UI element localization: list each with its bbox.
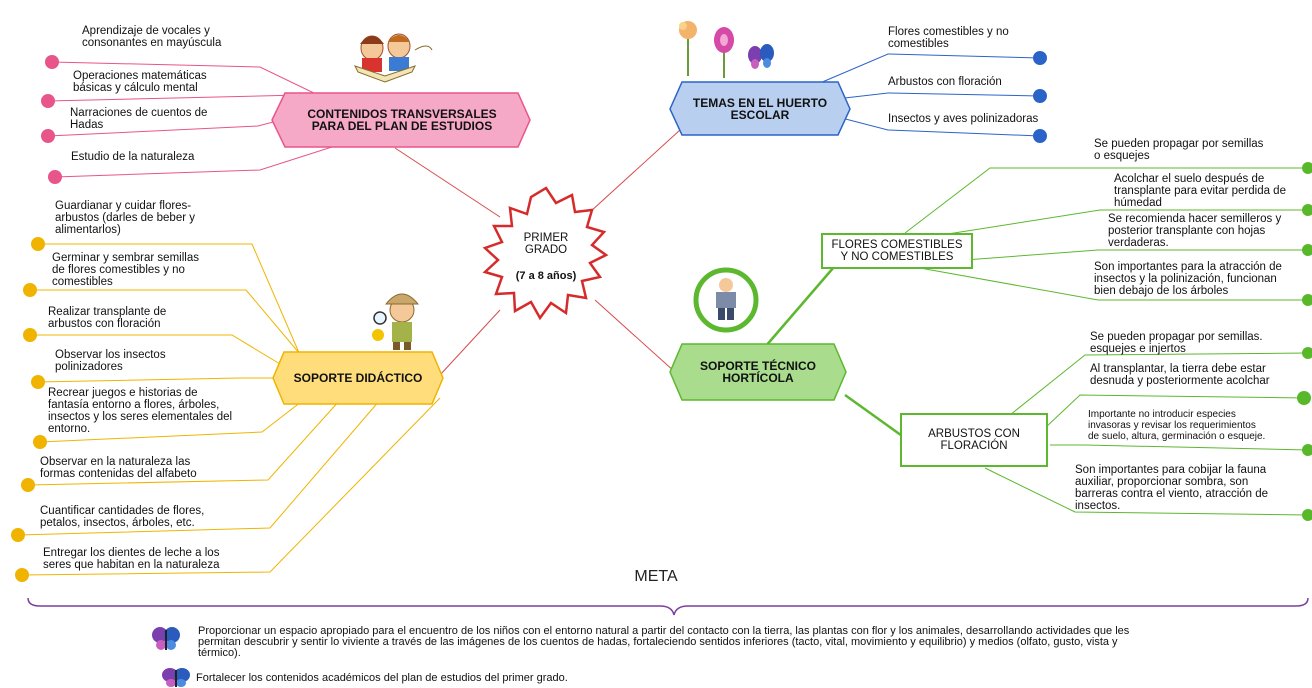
didactico-item: Entregar los dientes de leche a los sere… bbox=[43, 547, 220, 571]
children-reading-icon bbox=[354, 33, 433, 83]
transversales-node-shape bbox=[271, 92, 531, 148]
huerto-node-shape bbox=[669, 81, 851, 136]
meta-goal: Fortalecer los contenidos académicos del… bbox=[196, 672, 568, 684]
transversales-node[interactable]: CONTENIDOS TRANSVERSALES PARA DEL PLAN D… bbox=[307, 106, 497, 133]
huerto-item: Arbustos con floración bbox=[888, 76, 1002, 88]
didactico-item: Guardianar y cuidar flores- arbustos (da… bbox=[55, 200, 195, 236]
flores-subnode[interactable]: FLORES COMESTIBLES Y NO COMESTIBLES bbox=[821, 233, 973, 269]
center-subtitle: (7 a 8 años) bbox=[515, 270, 577, 282]
transversales-item: Aprendizaje de vocales y consonantes en … bbox=[82, 25, 222, 49]
huerto-node[interactable]: TEMAS EN EL HUERTO ESCOLAR bbox=[692, 95, 828, 122]
blue-dots bbox=[1033, 51, 1047, 143]
arbustos-item: Son importantes para cobijar la fauna au… bbox=[1075, 464, 1269, 512]
transversales-item: Operaciones matemáticas básicas y cálcul… bbox=[73, 70, 207, 94]
explorer-magnifier-icon bbox=[372, 293, 420, 350]
didactico-item: Observar los insectos polinizadores bbox=[55, 349, 166, 373]
center-starburst bbox=[482, 186, 609, 321]
arbustos-item: Se pueden propagar por semillas. esqueje… bbox=[1090, 331, 1263, 355]
arbustos-item: Al transplantar, la tierra debe estar de… bbox=[1090, 363, 1270, 387]
gardener-icon bbox=[693, 267, 759, 333]
center-title: PRIMER GRADO bbox=[523, 232, 569, 256]
transversales-item: Narraciones de cuentos de Hadas bbox=[70, 107, 208, 131]
didactico-item: Germinar y sembrar semillas de flores co… bbox=[52, 252, 199, 288]
flowers-butterfly-icon bbox=[679, 21, 774, 78]
didactico-item: Observar en la naturaleza las formas con… bbox=[40, 456, 197, 480]
tecnico-node-shape bbox=[669, 343, 847, 401]
yellow-dots bbox=[11, 237, 47, 582]
didactico-item: Recrear juegos e historias de fantasía e… bbox=[48, 387, 233, 435]
pink-dots bbox=[41, 55, 62, 184]
didactico-item: Realizar transplante de arbustos con flo… bbox=[48, 306, 167, 330]
green-dots bbox=[1297, 162, 1312, 521]
didactico-node[interactable]: SOPORTE DIDÁCTICO bbox=[293, 370, 423, 385]
butterfly-icon bbox=[162, 668, 190, 687]
butterfly-icon bbox=[152, 627, 180, 650]
flores-item: Se pueden propagar por semillas o esquej… bbox=[1094, 138, 1264, 162]
tecnico-node[interactable]: SOPORTE TÉCNICO HORTÍCOLA bbox=[699, 358, 816, 385]
didactico-node-shape bbox=[272, 351, 444, 405]
flores-item: Se recomienda hacer semilleros y posteri… bbox=[1108, 213, 1282, 249]
meta-goal: Proporcionar un espacio apropiado para e… bbox=[198, 625, 1130, 659]
transversales-item: Estudio de la naturaleza bbox=[71, 151, 195, 163]
didactico-item: Cuantificar cantidades de flores, petalo… bbox=[40, 505, 205, 529]
huerto-item: Flores comestibles y no comestibles bbox=[888, 26, 1009, 50]
meta-brace bbox=[27, 597, 1309, 616]
huerto-item: Insectos y aves polinizadoras bbox=[888, 113, 1039, 125]
arbustos-item: Importante no introducir especies invaso… bbox=[1088, 409, 1266, 442]
meta-label: META bbox=[634, 568, 678, 585]
arbustos-subnode[interactable]: ARBUSTOS CON FLORACIÓN bbox=[900, 413, 1048, 467]
flores-item: Acolchar el suelo después de transplante… bbox=[1114, 173, 1286, 209]
flores-item: Son importantes para la atracción de ins… bbox=[1094, 261, 1282, 297]
